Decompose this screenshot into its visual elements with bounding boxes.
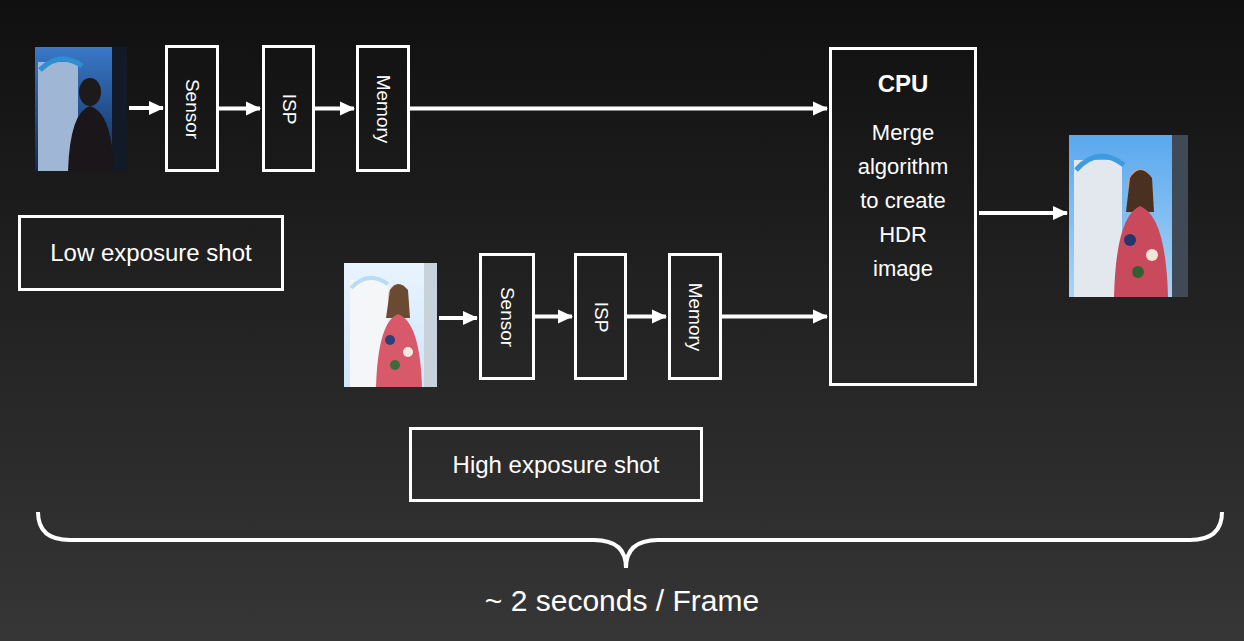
high-exposure-photo bbox=[344, 263, 437, 387]
stage-label: Memory bbox=[684, 282, 706, 351]
cpu-box: CPU Merge algorithm to create HDR image bbox=[829, 47, 977, 386]
stage-label: Memory bbox=[372, 74, 394, 143]
flow-arrow bbox=[535, 315, 572, 319]
stage-box: ISP bbox=[574, 253, 627, 380]
flow-arrow bbox=[627, 315, 666, 319]
caption-box: High exposure shot bbox=[409, 427, 703, 502]
output-arrow bbox=[979, 211, 1067, 215]
curly-brace bbox=[38, 512, 1222, 568]
stage-box: Sensor bbox=[165, 45, 219, 172]
flow-arrow bbox=[219, 107, 260, 111]
flow-arrow bbox=[315, 107, 354, 111]
processor-title: CPU bbox=[878, 70, 929, 98]
stage-label: ISP bbox=[278, 93, 300, 124]
stage-label: Sensor bbox=[181, 78, 203, 138]
process-description: Merge algorithm to create HDR image bbox=[847, 116, 959, 286]
caption-box: Low exposure shot bbox=[18, 215, 284, 291]
flow-arrow bbox=[410, 107, 827, 111]
exposure-label: High exposure shot bbox=[453, 451, 660, 479]
input-arrow bbox=[439, 316, 477, 320]
hdr-output-photo bbox=[1069, 135, 1188, 297]
stage-box: Memory bbox=[668, 253, 722, 380]
input-arrow bbox=[129, 106, 163, 110]
stage-box: ISP bbox=[262, 45, 315, 172]
stage-box: Memory bbox=[356, 45, 410, 172]
stage-box: Sensor bbox=[479, 253, 535, 380]
stage-label: Sensor bbox=[496, 286, 518, 346]
stage-label: ISP bbox=[590, 301, 612, 332]
exposure-label: Low exposure shot bbox=[50, 239, 251, 267]
timing-label: ~ 2 seconds / Frame bbox=[0, 584, 1244, 618]
flow-arrow bbox=[722, 315, 827, 319]
low-exposure-photo bbox=[35, 47, 127, 171]
